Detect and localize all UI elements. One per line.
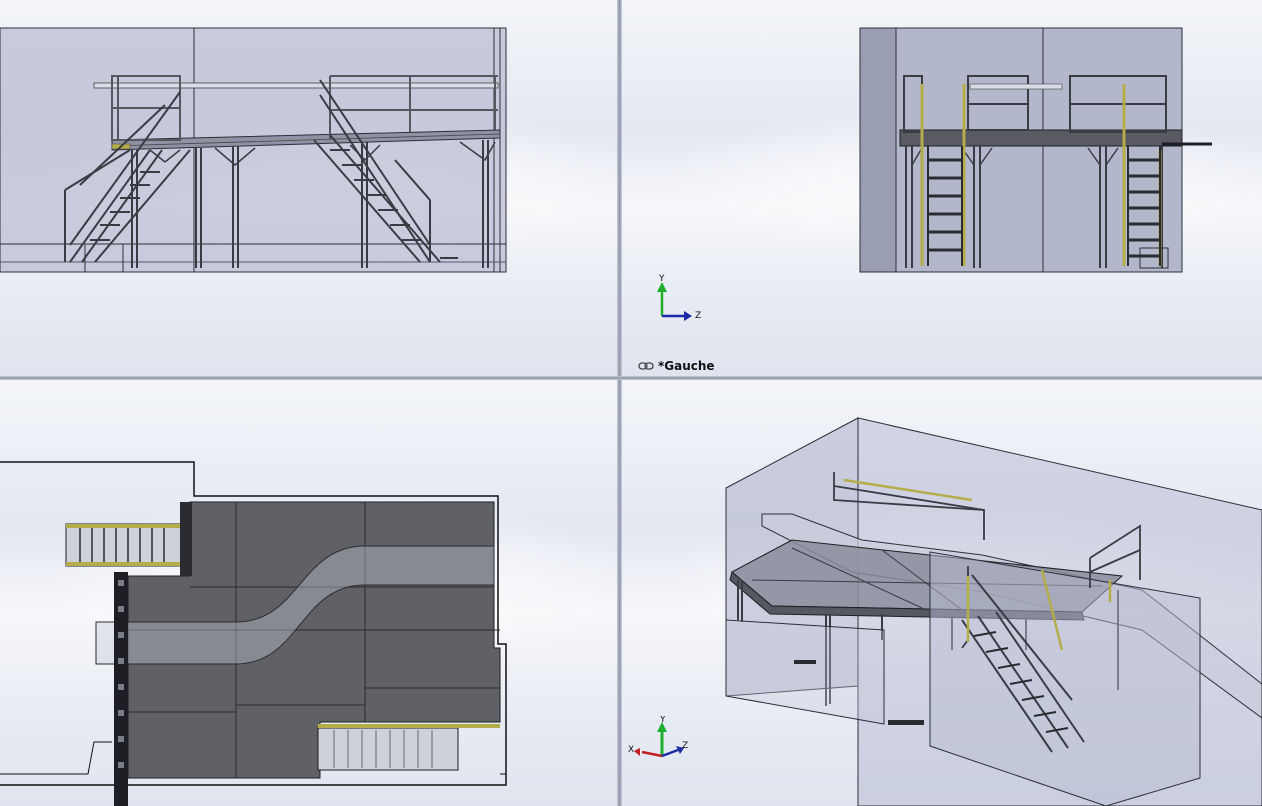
z-axis-label: Z (695, 311, 701, 321)
y-axis-label: Y (658, 274, 665, 284)
front-view-drawing (0, 27, 507, 273)
horizontal-splitter[interactable] (0, 376, 1262, 380)
upper-staircase (65, 502, 192, 576)
left-view-drawing (859, 27, 1212, 273)
right-ladder (1127, 146, 1161, 266)
viewport-front[interactable] (0, 0, 617, 376)
viewport-top[interactable] (0, 380, 617, 806)
support-columns (131, 140, 489, 268)
top-rail (93, 82, 499, 89)
viewport-isometric[interactable]: Y X Z (622, 380, 1262, 806)
orientation-triad: Y X Z (628, 716, 688, 758)
platform-deck (127, 501, 501, 779)
right-handrail (329, 75, 498, 140)
y-axis-label: Y (659, 716, 666, 725)
platform-deck (899, 129, 1183, 147)
vertical-splitter[interactable] (617, 0, 622, 806)
link-icon (638, 362, 654, 370)
view-name-label: *Gauche (638, 358, 715, 374)
x-axis (641, 750, 663, 758)
orientation-triad: Y Z (657, 274, 701, 321)
top-view-drawing (0, 461, 507, 806)
z-axis-label: Z (682, 741, 688, 751)
left-ladder (927, 146, 963, 266)
left-staircase (64, 91, 191, 263)
wall-panel (859, 27, 1183, 273)
building-outline (0, 461, 507, 786)
viewport-left[interactable]: Y Z *Gauche (622, 0, 1262, 376)
lower-staircase (317, 724, 500, 771)
duct-overlay (95, 545, 495, 665)
x-axis-label: X (628, 745, 634, 755)
z-axis (661, 748, 679, 758)
view-name-text: *Gauche (658, 359, 715, 373)
yellow-rails (843, 478, 1112, 651)
isometric-drawing (725, 417, 1262, 806)
